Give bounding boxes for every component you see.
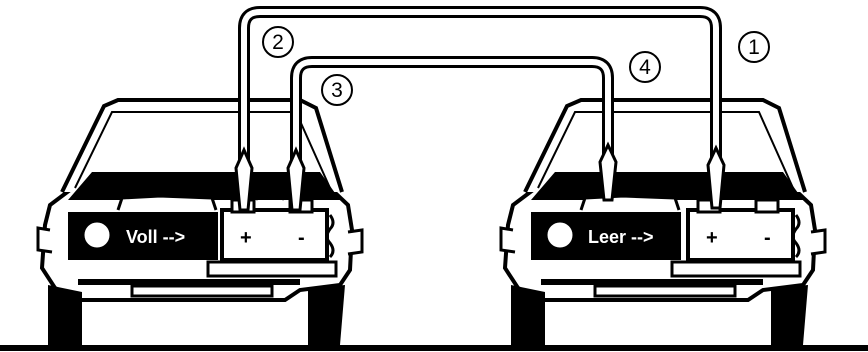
right-battery: [686, 208, 795, 262]
clamp-left-negative: [280, 146, 312, 212]
positive-cable: [238, 6, 722, 181]
negative-cable: [290, 56, 614, 181]
callout-1: 1: [738, 31, 770, 63]
right-car: [499, 98, 827, 345]
left-tyre-right: [308, 285, 345, 345]
callout-2-text: 2: [272, 31, 284, 54]
clamp-right-positive: [700, 144, 732, 210]
left-tyre-left: [48, 285, 82, 345]
left-battery-positive: +: [240, 227, 252, 249]
callout-4: 4: [629, 51, 661, 83]
left-plate: [130, 284, 274, 298]
left-mirror-left: [36, 226, 53, 254]
right-tyre-right: [771, 285, 808, 345]
left-battery-negative: -: [298, 227, 305, 249]
right-engine-bay: [531, 172, 803, 200]
left-headlight: [81, 219, 113, 251]
callout-1-text: 1: [748, 36, 760, 59]
left-engine-bay: [68, 172, 340, 200]
clamp-left-positive: [228, 146, 260, 212]
left-windshield: [60, 98, 344, 193]
callout-4-text: 4: [639, 56, 651, 79]
right-mirror-right: [810, 228, 827, 256]
left-car: [36, 98, 364, 345]
left-battery-label: Voll -->: [126, 227, 185, 247]
right-battery-positive: +: [706, 227, 718, 249]
right-headlight: [544, 219, 576, 251]
right-battery-label: Leer -->: [588, 227, 654, 247]
right-plate: [593, 284, 737, 298]
clamp-right-ground: [592, 141, 624, 202]
callout-3-text: 3: [331, 79, 343, 102]
left-mirror-right: [347, 228, 364, 256]
right-tyre-left: [511, 285, 545, 345]
right-windshield: [523, 98, 807, 193]
callout-2: 2: [262, 26, 294, 58]
left-battery: [220, 208, 329, 262]
callout-3: 3: [321, 74, 353, 106]
right-battery-negative: -: [764, 227, 771, 249]
right-mirror-left: [499, 226, 516, 254]
